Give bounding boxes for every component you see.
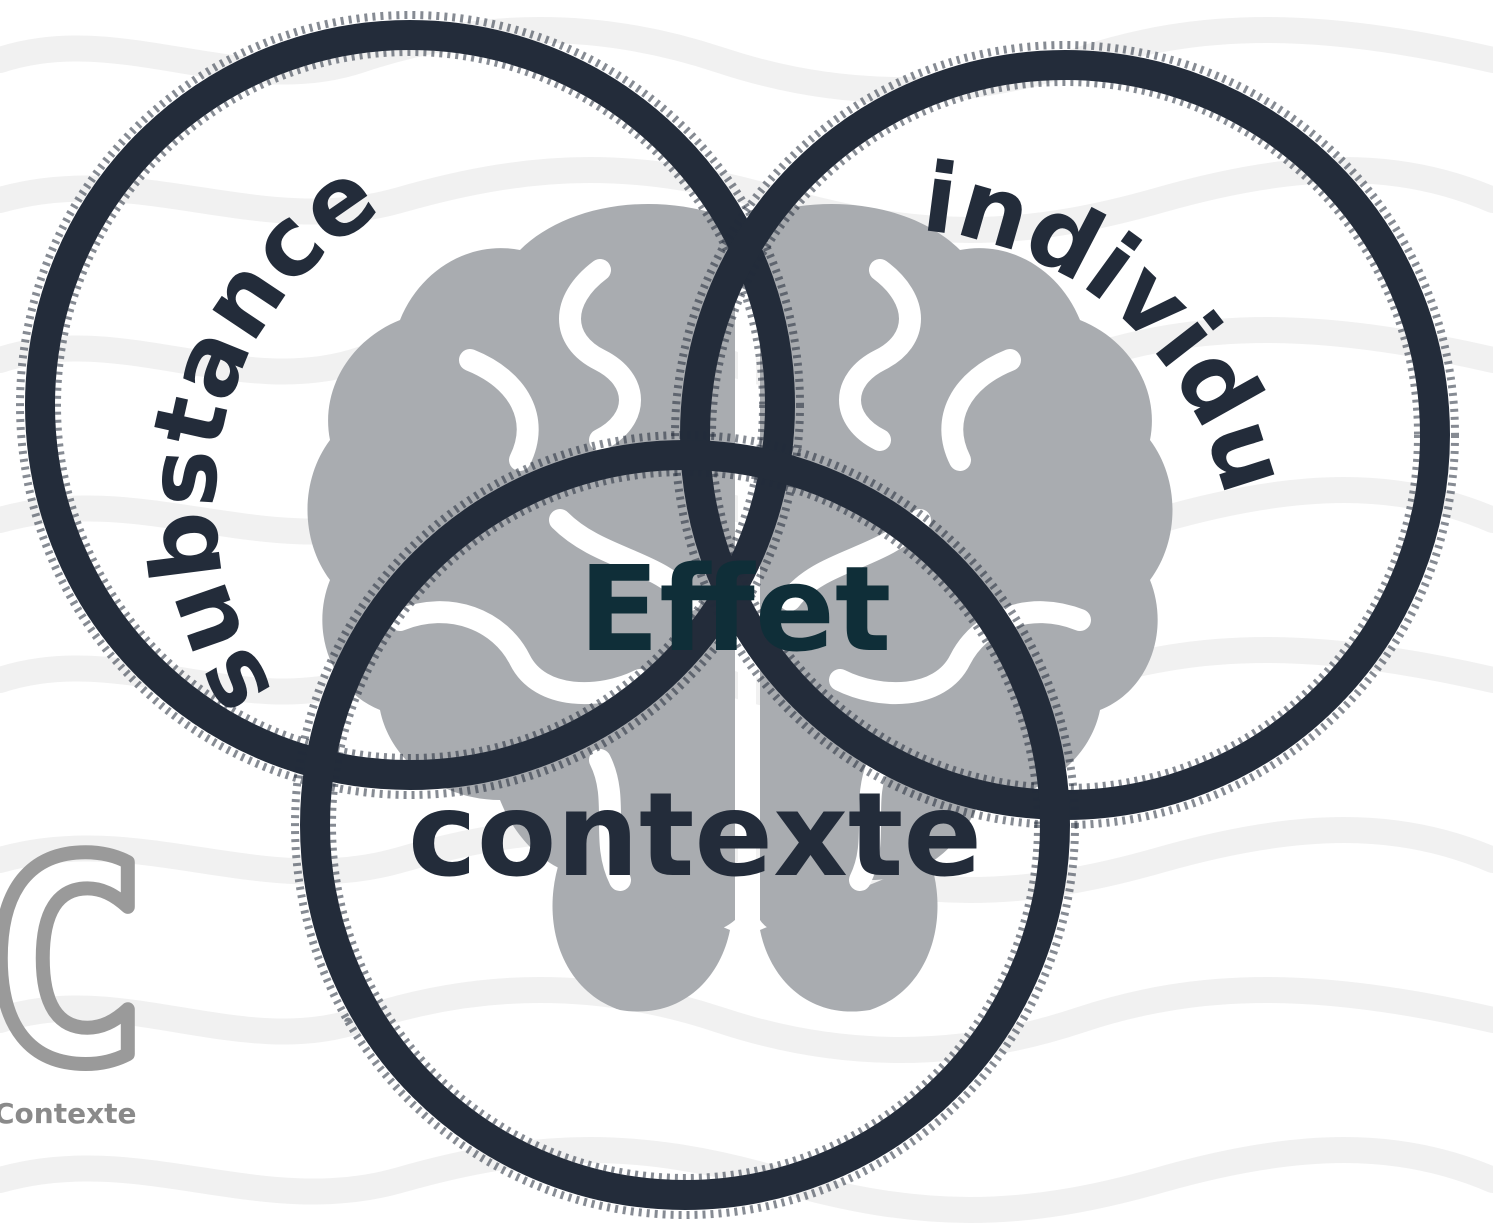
corner-big-letter: C [0, 801, 149, 1127]
label-contexte: contexte [408, 768, 982, 903]
circle-substance [16, 11, 804, 799]
brain-lower-left-lobe [552, 860, 730, 1012]
circle-contexte [291, 431, 1079, 1219]
corner-caption: Contexte [0, 1097, 137, 1130]
label-center-effet: Effet [579, 540, 892, 678]
brain-folds [389, 259, 1091, 891]
brain-lower-right-lobe [760, 860, 938, 1012]
